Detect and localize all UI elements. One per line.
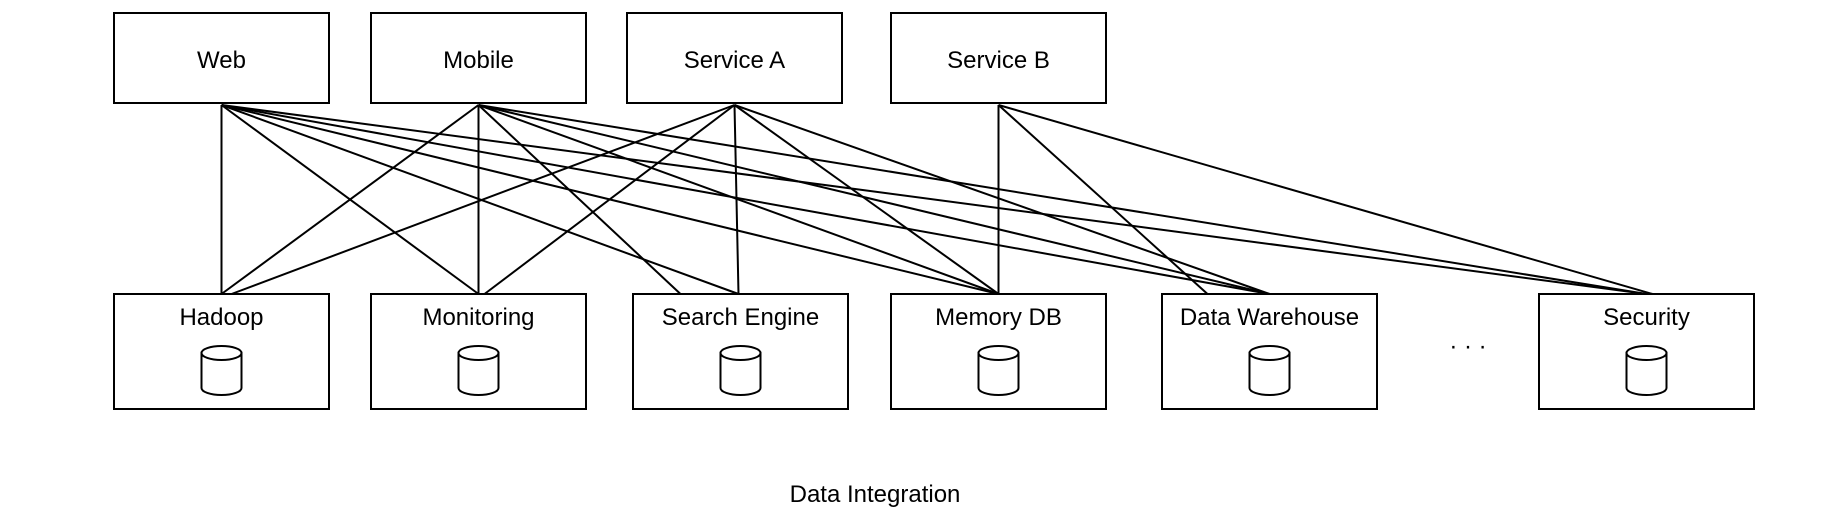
edge-service-a-to-search-engine bbox=[733, 104, 740, 295]
edge-mobile-to-security bbox=[478, 104, 1647, 295]
target-node-label: Security bbox=[1603, 304, 1690, 331]
target-node-search-engine[interactable]: Search Engine bbox=[632, 293, 849, 410]
database-icon bbox=[1248, 345, 1291, 396]
source-node-label: Service A bbox=[684, 47, 785, 74]
source-node-box bbox=[626, 12, 843, 104]
edge-mobile-to-memory-db bbox=[478, 104, 999, 295]
source-node-mobile[interactable]: Mobile bbox=[370, 12, 587, 104]
database-icon bbox=[719, 345, 762, 396]
edge-web-to-security bbox=[221, 104, 1647, 295]
source-node-box bbox=[370, 12, 587, 104]
source-node-label: Mobile bbox=[443, 47, 514, 74]
edge-mobile-to-data-warehouse bbox=[478, 104, 1270, 295]
diagram-caption: Data Integration bbox=[790, 481, 961, 508]
target-node-monitoring[interactable]: Monitoring bbox=[370, 293, 587, 410]
database-icon bbox=[1625, 345, 1668, 396]
target-node-label: Search Engine bbox=[662, 304, 819, 331]
edge-service-a-to-memory-db bbox=[733, 104, 1000, 295]
target-node-hadoop[interactable]: Hadoop bbox=[113, 293, 330, 410]
target-node-label: Memory DB bbox=[935, 304, 1062, 331]
edge-service-a-to-hadoop bbox=[231, 104, 735, 295]
database-icon bbox=[457, 345, 500, 396]
database-icon bbox=[200, 345, 243, 396]
source-node-service-b[interactable]: Service B bbox=[890, 12, 1107, 104]
connection-lines bbox=[220, 104, 1653, 295]
target-nodes: Hadoop Monitoring Search Engine Memory DB Da… bbox=[113, 293, 1755, 410]
target-node-security[interactable]: Security bbox=[1538, 293, 1755, 410]
source-node-box bbox=[113, 12, 330, 104]
edge-service-a-to-monitoring bbox=[483, 104, 736, 295]
source-node-service-a[interactable]: Service A bbox=[626, 12, 843, 104]
database-icon bbox=[977, 345, 1020, 396]
edge-web-to-data-warehouse bbox=[221, 104, 1270, 295]
target-node-label: Monitoring bbox=[422, 304, 534, 331]
edge-service-a-to-data-warehouse bbox=[734, 104, 1270, 295]
more-targets-ellipsis: · · · bbox=[1449, 333, 1486, 360]
target-node-label: Data Warehouse bbox=[1180, 304, 1359, 331]
edge-web-to-search-engine bbox=[221, 104, 739, 295]
target-node-memory-db[interactable]: Memory DB bbox=[890, 293, 1107, 410]
source-nodes: Web Mobile Service A Service B bbox=[113, 12, 1107, 104]
source-node-box bbox=[890, 12, 1107, 104]
edge-service-b-to-data-warehouse bbox=[997, 104, 1209, 295]
source-node-web[interactable]: Web bbox=[113, 12, 330, 104]
edge-mobile-to-search-engine bbox=[477, 104, 682, 295]
source-node-label: Web bbox=[197, 47, 246, 74]
target-node-data-warehouse[interactable]: Data Warehouse bbox=[1161, 293, 1378, 410]
edge-service-b-to-security bbox=[998, 104, 1653, 295]
target-node-label: Hadoop bbox=[179, 304, 263, 331]
source-node-label: Service B bbox=[947, 47, 1050, 74]
edge-mobile-to-hadoop bbox=[220, 104, 480, 295]
